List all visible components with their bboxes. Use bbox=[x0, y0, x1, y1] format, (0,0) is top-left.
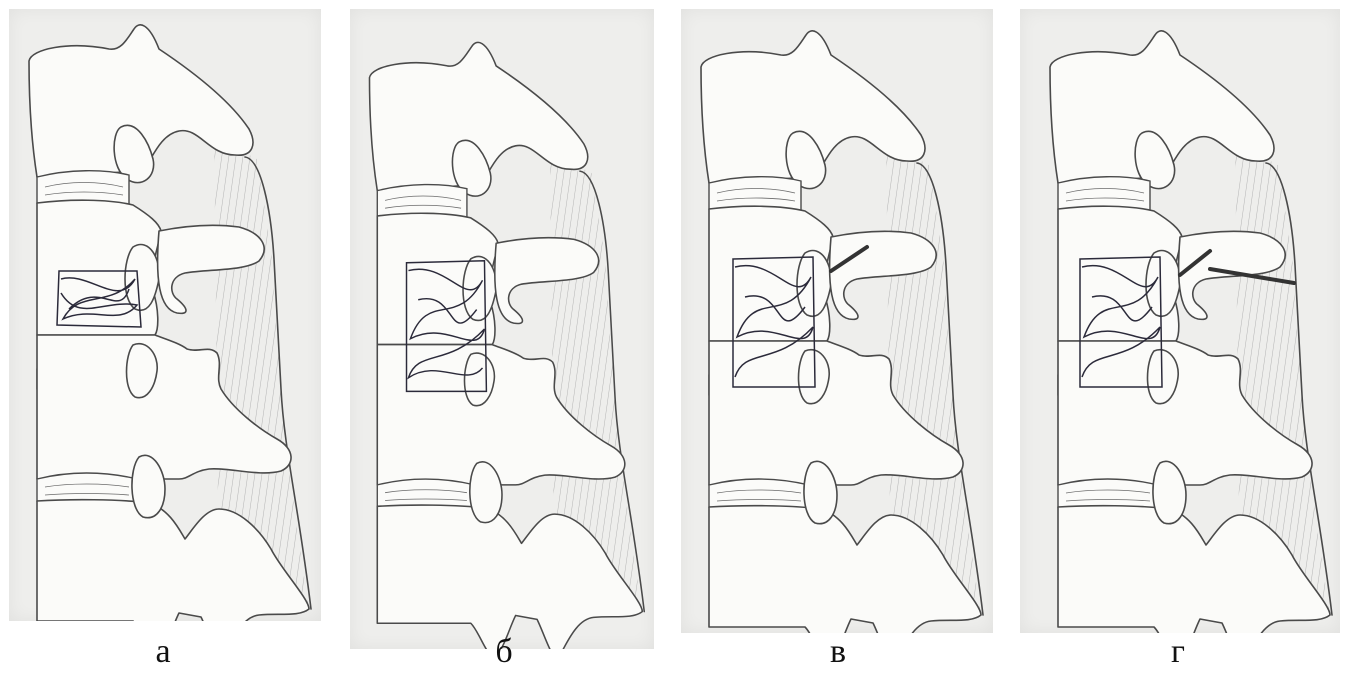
spine-drawing-d bbox=[1020, 9, 1340, 633]
caption-c: в bbox=[808, 632, 868, 672]
diagram-panel-b bbox=[350, 9, 654, 649]
caption-b: б bbox=[474, 632, 534, 672]
spine-drawing-c bbox=[681, 9, 993, 633]
spine-drawing-a bbox=[9, 9, 321, 621]
diagram-panel-d bbox=[1020, 9, 1340, 633]
diagram-panel-c bbox=[681, 9, 993, 633]
diagram-panel-a bbox=[9, 9, 321, 621]
caption-d: г bbox=[1148, 632, 1208, 672]
spine-drawing-b bbox=[350, 9, 654, 649]
caption-a: а bbox=[133, 632, 193, 672]
